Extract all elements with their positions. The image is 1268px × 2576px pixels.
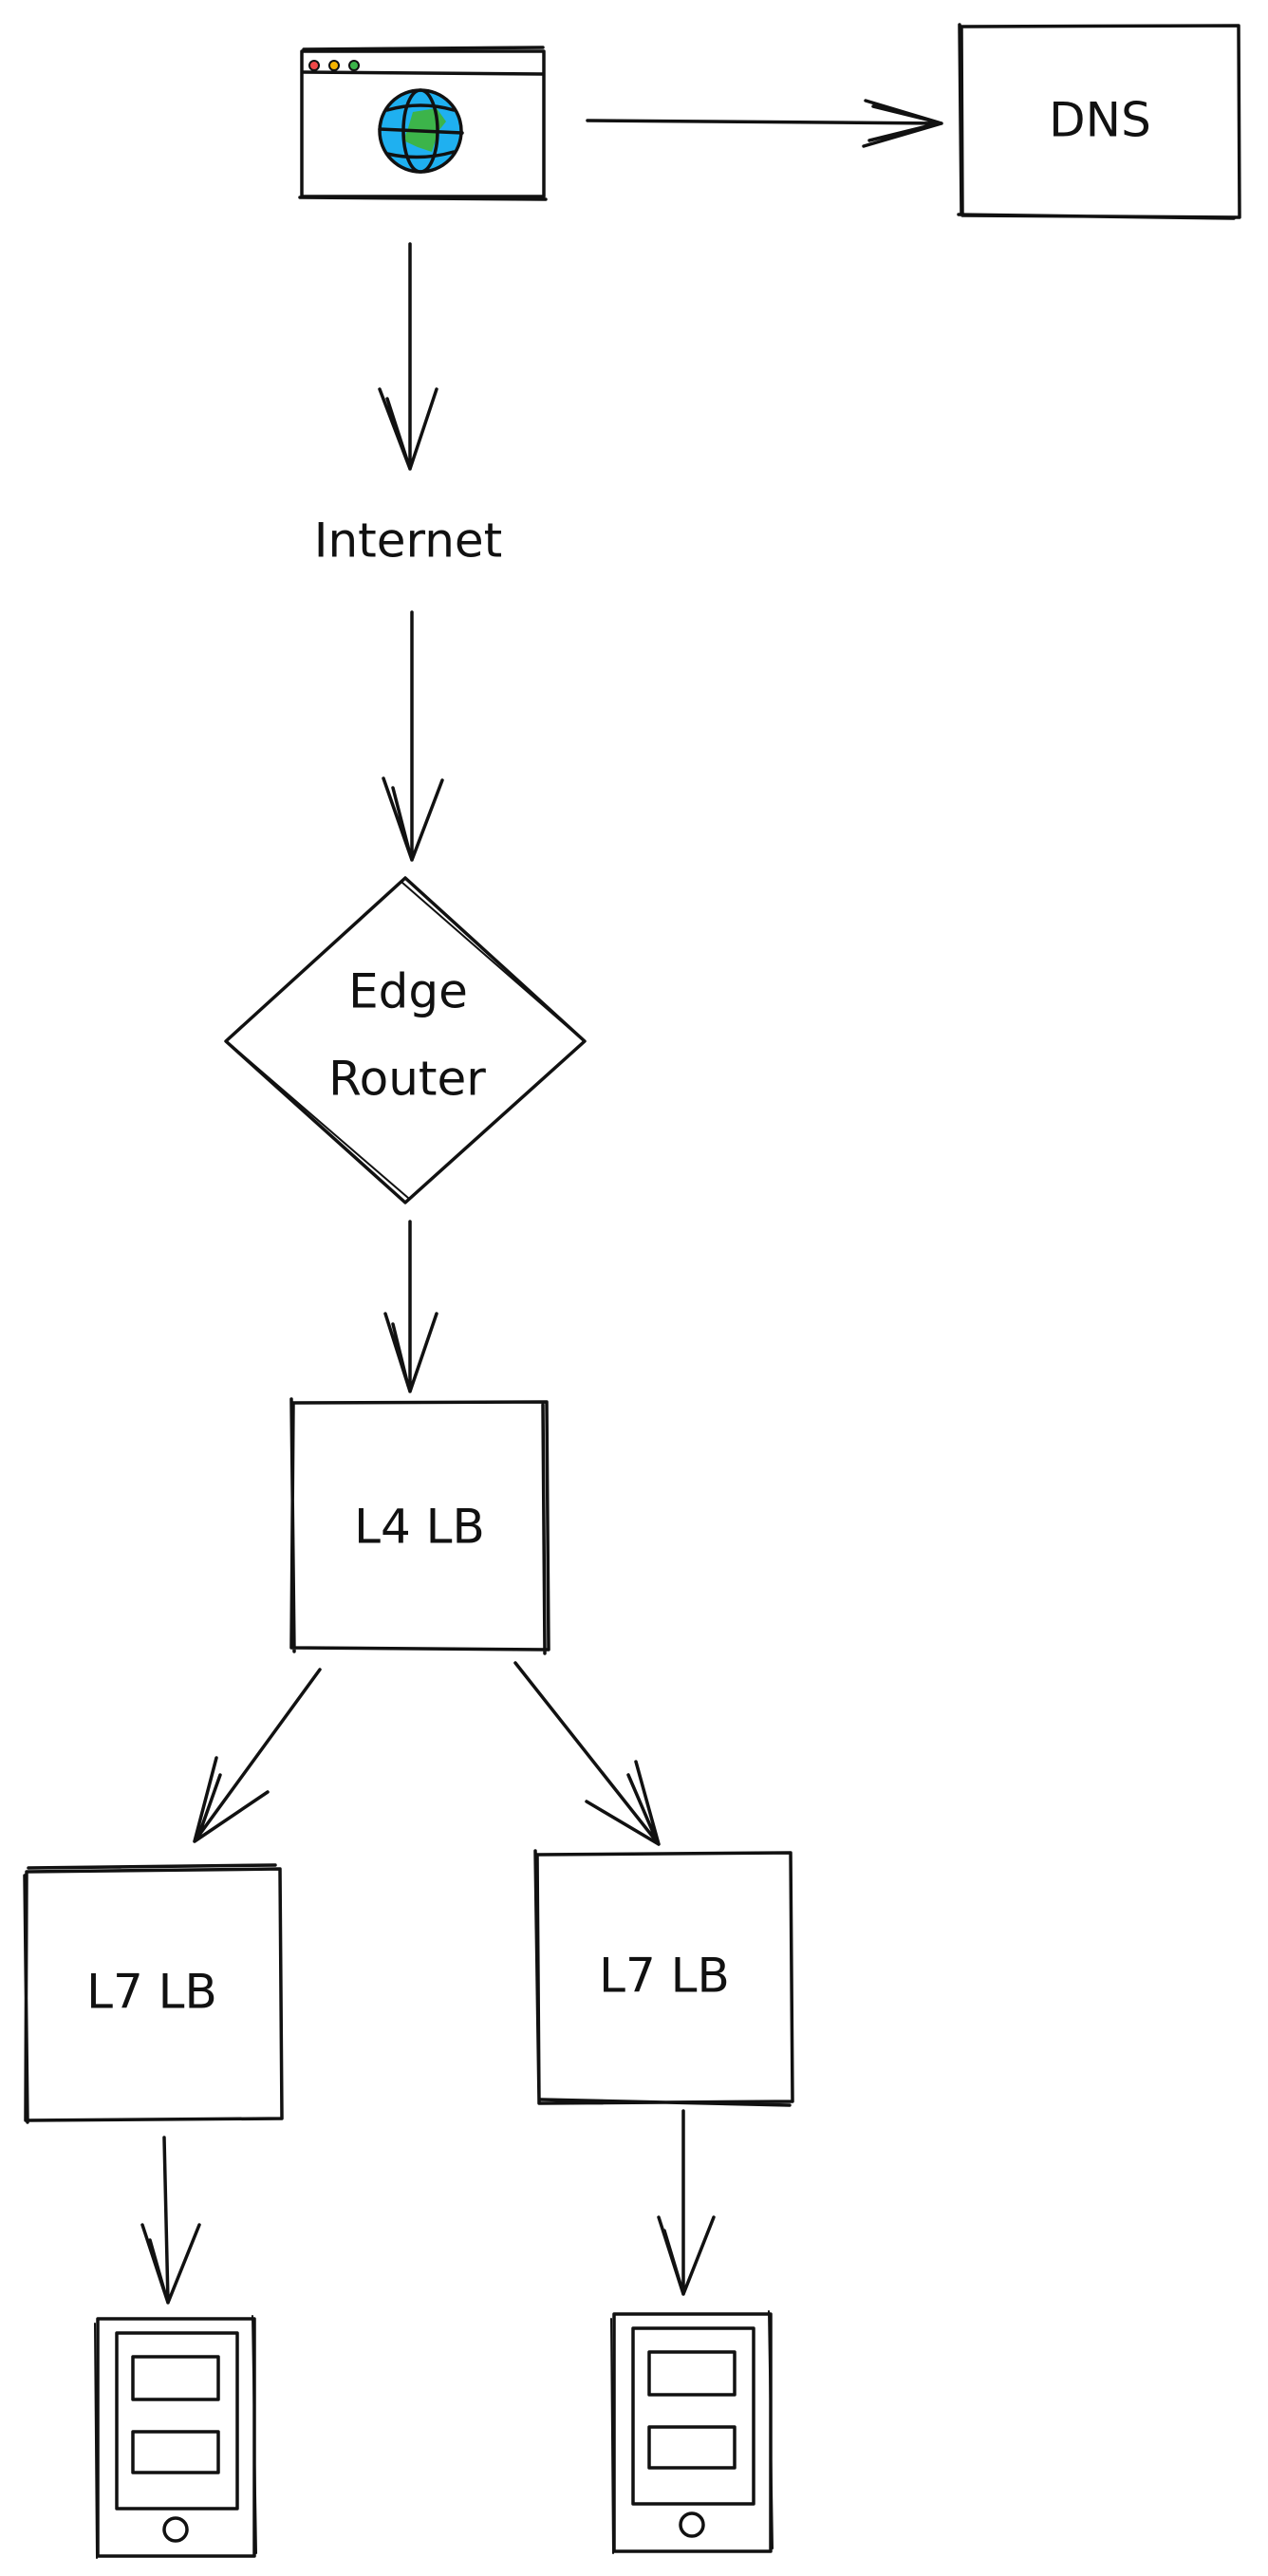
dns-node[interactable]: DNS xyxy=(957,23,1241,220)
l7-lb-right-label: L7 LB xyxy=(599,1949,730,2004)
screen-block xyxy=(647,2425,737,2470)
edge-router-label-line1: Edge xyxy=(348,964,468,1019)
home-button xyxy=(162,2516,189,2543)
arrow-l7-left-to-server xyxy=(140,2136,201,2305)
l7-lb-left-node[interactable]: L7 LB xyxy=(23,1863,284,2124)
window-dot-red xyxy=(308,60,320,71)
window-dot-green xyxy=(348,60,360,71)
dns-label: DNS xyxy=(1049,93,1151,148)
internet-label: Internet xyxy=(314,513,503,569)
arrow-browser-to-internet xyxy=(378,242,438,471)
arrow-l7-right-to-server xyxy=(657,2109,716,2296)
screen-block xyxy=(131,2430,220,2474)
l4-lb-label: L4 LB xyxy=(354,1500,485,1555)
arrow-l4-to-l7-right xyxy=(513,1661,661,1846)
arrow-edge-router-to-l4-lb xyxy=(383,1220,438,1393)
l7-lb-right-node[interactable]: L7 LB xyxy=(533,1849,794,2107)
window-dot-yellow xyxy=(328,60,340,71)
edge-router-node[interactable]: Edge Router xyxy=(224,876,587,1204)
tablet-server-icon[interactable] xyxy=(610,2310,774,2554)
edge-router-label-line2: Router xyxy=(328,1052,486,1107)
l7-lb-left-label: L7 LB xyxy=(86,1965,217,2020)
arrow-l4-to-l7-left xyxy=(193,1668,322,1843)
arrow-browser-to-dns xyxy=(586,99,943,148)
browser-globe-icon[interactable] xyxy=(298,46,548,201)
tablet-server-icon[interactable] xyxy=(94,2315,257,2559)
l4-lb-node[interactable]: L4 LB xyxy=(289,1397,550,1655)
globe-icon xyxy=(378,88,464,174)
home-button xyxy=(679,2511,705,2538)
arrow-internet-to-edge-router xyxy=(382,610,444,862)
screen-block xyxy=(647,2350,737,2397)
screen-block xyxy=(131,2355,220,2401)
